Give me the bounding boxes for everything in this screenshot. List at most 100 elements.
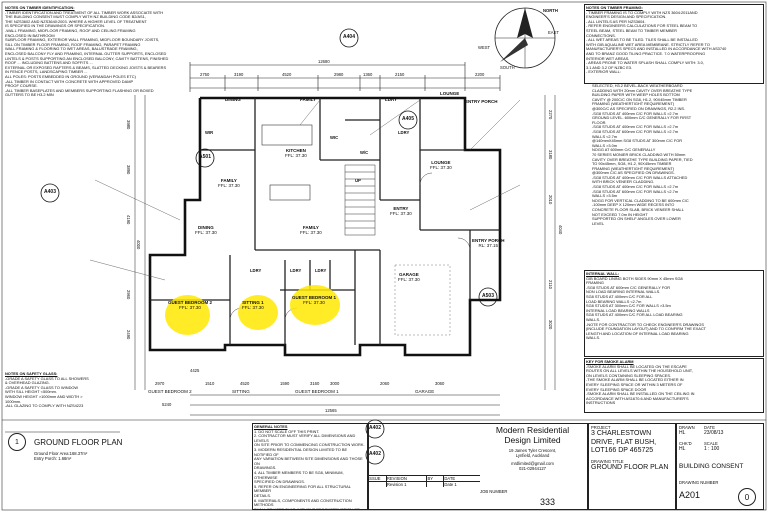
revision-table: ISSUE REVISION BY DATE Revision 1 Date 1 xyxy=(368,475,480,487)
dim-label: 3020 xyxy=(548,320,553,330)
project-block xyxy=(588,423,676,510)
section-tag: A503 xyxy=(482,293,494,299)
section-tag: A405 xyxy=(402,116,414,122)
small-room-label: LDRY xyxy=(290,268,302,273)
plan-number: 1 xyxy=(8,433,26,451)
firm-block xyxy=(368,423,588,510)
small-room-label: WIR xyxy=(205,130,214,135)
firm-info: Modern Residential Design Limited 19 Jam… xyxy=(495,425,570,471)
dim-label: 2750 xyxy=(200,72,210,77)
dim-label: 2150 xyxy=(395,72,405,77)
drawing-number-label: DRAWING NUMBER xyxy=(679,480,719,485)
checked-value: HL xyxy=(679,446,686,452)
room-label-dining: DINING xyxy=(225,97,241,102)
section-tag: A404 xyxy=(343,34,355,40)
room-label-lounge: LOUNGE xyxy=(440,91,460,96)
dim-label: 2060 xyxy=(380,381,390,386)
dim-label: 3890 xyxy=(126,165,131,175)
dim-label: 12680 xyxy=(318,59,330,64)
dim-label: 3060 xyxy=(435,381,445,386)
north-arrow-icon xyxy=(494,7,556,69)
dim-label: 4000 xyxy=(136,240,141,250)
west-label: WEST xyxy=(478,45,491,50)
timber-notes: NOTES ON TIMBER IDENTIFICATION: -TIMBER … xyxy=(5,5,169,98)
general-notes: GENERAL NOTES 1. DO NOT SCALE OFF THIS P… xyxy=(252,423,368,510)
dim-label: 2980 xyxy=(334,72,344,77)
project-info: PROJECT 3 CHARLESTOWN DRIVE, FLAT BUSH, … xyxy=(591,425,669,471)
small-room-label: LDRY xyxy=(315,268,327,273)
date-value: 23/08/13 xyxy=(704,430,724,436)
dim-label: 2270 xyxy=(548,110,553,120)
dim-label: 2960 xyxy=(126,290,131,300)
dim-label: 1360 xyxy=(363,72,373,77)
dim-label: 4040 xyxy=(558,225,563,235)
highlight-marker xyxy=(165,295,210,335)
drawing-number: A201 xyxy=(679,490,701,500)
plan-title: 1 GROUND FLOOR PLAN Ground Floor Area:16… xyxy=(8,433,158,461)
dim-label: 3180 xyxy=(548,150,553,160)
scale-value: 1 : 100 xyxy=(704,446,720,452)
dim-label: 2970 xyxy=(155,381,165,386)
job-number: 333 xyxy=(540,497,556,507)
section-tag: A402 xyxy=(369,425,381,431)
dim-label: 3190 xyxy=(234,72,244,77)
dim-label: 12565 xyxy=(325,408,337,413)
dim-label: 3000 xyxy=(330,381,340,386)
east-label: EAST xyxy=(548,30,559,35)
dim-label: 1590 xyxy=(280,381,290,386)
section-tag: A501 xyxy=(199,154,211,160)
stage-label: BUILDING CONSENT xyxy=(679,463,744,470)
revision-number: 0 xyxy=(738,488,756,506)
internal-wall-notes: INTERNAL WALL: GIB BOARD LINING BOTH SID… xyxy=(584,270,764,357)
dim-label: 4190 xyxy=(126,215,131,225)
room-label-family: FAMILY xyxy=(300,97,317,102)
room-label-guest-bedroom-1: GUEST BEDROOM 1 xyxy=(295,389,339,394)
smoke-alarm-notes: KEY FOR SMOKE ALARM -SMOKE ALARM SHALL B… xyxy=(584,358,764,413)
small-room-label: LDRY xyxy=(398,130,410,135)
room-label-sitting: SITTING xyxy=(232,389,250,394)
dim-label: 3980 xyxy=(126,120,131,130)
highlight-marker xyxy=(290,285,340,325)
scale-label: SCALE xyxy=(704,441,718,446)
dim-label: 3160 xyxy=(310,381,320,386)
safety-glass-notes: NOTES ON SAFETY GLASS: -GRADE A SAFETY G… xyxy=(5,371,89,409)
dim-label: 5240 xyxy=(162,402,172,407)
checked-label: CHK'D xyxy=(679,441,692,446)
section-tag: A403 xyxy=(44,189,56,195)
dim-label: 1510 xyxy=(205,381,215,386)
room-label-garage: GARAGE xyxy=(415,389,435,394)
room-label-guest-bedroom-2: GUEST BEDROOM 2 xyxy=(148,389,192,394)
dim-label: 2110 xyxy=(548,280,553,290)
section-tag: A402 xyxy=(369,451,381,457)
south-label: SOUTH xyxy=(500,65,515,70)
plan-name: GROUND FLOOR PLAN xyxy=(34,437,123,447)
dim-label: 2010 xyxy=(548,195,553,205)
room-label-ldry: LDRY xyxy=(385,97,398,102)
room-label-entry-porch: ENTRY PORCH xyxy=(465,99,498,104)
small-room-label: W/C xyxy=(360,150,369,155)
framing-notes: NOTES ON TIMBER FRAMING: - TIMBER FRAMIN… xyxy=(584,4,764,84)
small-room-label: WIC xyxy=(330,135,339,140)
dim-label: 4520 xyxy=(282,72,292,77)
dim-label: 4520 xyxy=(240,381,250,386)
highlight-marker xyxy=(238,295,278,330)
cladding-notes: SELECTED, H3.2 BEVEL-BACK WEATHERBOARD C… xyxy=(592,84,693,226)
job-number-label: JOB NUMBER xyxy=(480,489,508,494)
drawn-value: HL xyxy=(679,430,686,436)
drawn-label: DRAWN xyxy=(679,425,695,430)
date-label: DATE xyxy=(704,425,715,430)
dim-label: 2490 xyxy=(126,330,131,340)
small-room-label: LDRY xyxy=(250,268,262,273)
